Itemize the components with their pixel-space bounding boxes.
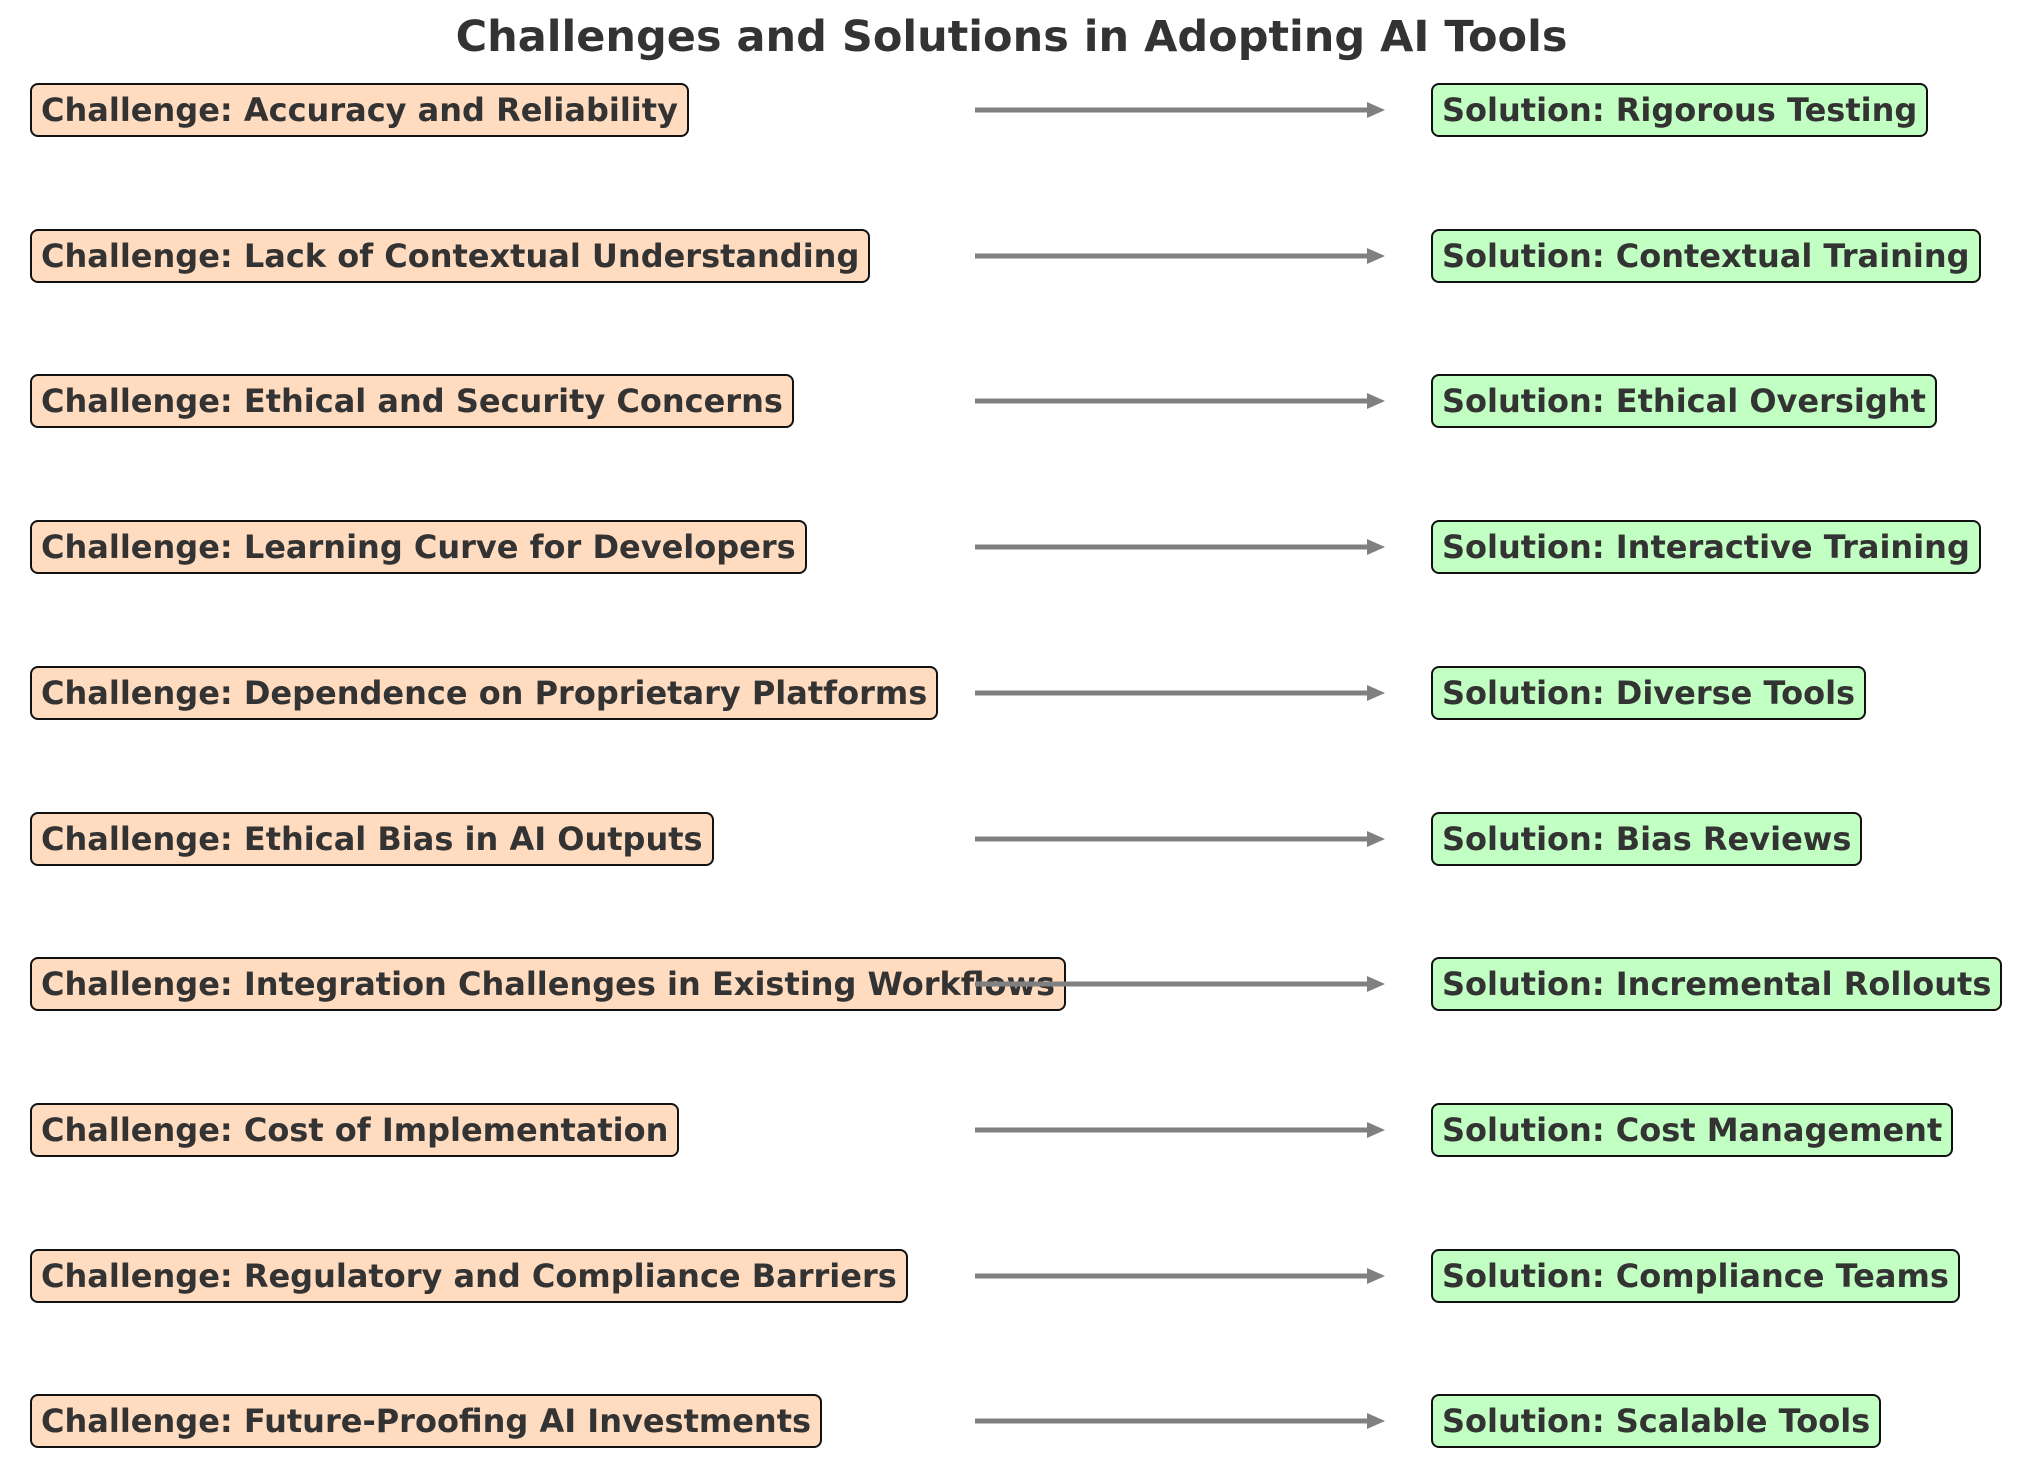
- challenge-box: Challenge: Cost of Implementation: [30, 1103, 680, 1157]
- solution-box: Solution: Bias Reviews: [1431, 812, 1863, 866]
- arrow-icon: [975, 539, 1385, 555]
- solution-box: Solution: Scalable Tools: [1431, 1394, 1882, 1448]
- solution-box: Solution: Cost Management: [1431, 1103, 1954, 1157]
- arrow-icon: [975, 831, 1385, 847]
- pair-row: Challenge: Integration Challenges in Exi…: [0, 957, 2043, 1013]
- pair-row: Challenge: Cost of Implementation Soluti…: [0, 1103, 2043, 1159]
- pair-row: Challenge: Ethical and Security Concerns…: [0, 374, 2043, 430]
- pair-row: Challenge: Future-Proofing AI Investment…: [0, 1394, 2043, 1450]
- arrow-head: [1367, 393, 1385, 409]
- challenge-box: Challenge: Learning Curve for Developers: [30, 520, 807, 574]
- challenge-box: Challenge: Integration Challenges in Exi…: [30, 957, 1067, 1011]
- solution-box: Solution: Compliance Teams: [1431, 1249, 1960, 1303]
- challenge-box: Challenge: Future-Proofing AI Investment…: [30, 1394, 823, 1448]
- solution-box: Solution: Diverse Tools: [1431, 666, 1867, 720]
- solution-box: Solution: Ethical Oversight: [1431, 374, 1937, 428]
- arrow-head: [1367, 539, 1385, 555]
- challenge-box: Challenge: Ethical and Security Concerns: [30, 374, 794, 428]
- challenge-box: Challenge: Accuracy and Reliability: [30, 83, 689, 137]
- arrow-icon: [975, 1268, 1385, 1284]
- arrow-icon: [975, 1413, 1385, 1429]
- challenge-box: Challenge: Lack of Contextual Understand…: [30, 229, 871, 283]
- challenge-box: Challenge: Dependence on Proprietary Pla…: [30, 666, 939, 720]
- arrow-icon: [975, 976, 1385, 992]
- solution-box: Solution: Incremental Rollouts: [1431, 957, 2003, 1011]
- pair-row: Challenge: Dependence on Proprietary Pla…: [0, 666, 2043, 722]
- arrow-head: [1367, 1122, 1385, 1138]
- pair-row: Challenge: Lack of Contextual Understand…: [0, 229, 2043, 285]
- solution-box: Solution: Rigorous Testing: [1431, 83, 1929, 137]
- arrow-icon: [975, 102, 1385, 118]
- solution-box: Solution: Interactive Training: [1431, 520, 1981, 574]
- arrow-head: [1367, 102, 1385, 118]
- solution-box: Solution: Contextual Training: [1431, 229, 1981, 283]
- arrow-head: [1367, 1268, 1385, 1284]
- arrow-head: [1367, 685, 1385, 701]
- arrow-head: [1367, 976, 1385, 992]
- pair-row: Challenge: Accuracy and Reliability Solu…: [0, 83, 2043, 139]
- challenge-box: Challenge: Ethical Bias in AI Outputs: [30, 812, 714, 866]
- challenge-box: Challenge: Regulatory and Compliance Bar…: [30, 1249, 908, 1303]
- arrow-head: [1367, 1413, 1385, 1429]
- diagram-title: Challenges and Solutions in Adopting AI …: [455, 12, 1568, 62]
- pair-row: Challenge: Ethical Bias in AI Outputs So…: [0, 812, 2043, 868]
- arrow-icon: [975, 1122, 1385, 1138]
- arrow-icon: [975, 685, 1385, 701]
- arrow-icon: [975, 248, 1385, 264]
- arrow-head: [1367, 831, 1385, 847]
- arrow-icon: [975, 393, 1385, 409]
- pair-row: Challenge: Learning Curve for Developers…: [0, 520, 2043, 576]
- arrow-head: [1367, 248, 1385, 264]
- pair-row: Challenge: Regulatory and Compliance Bar…: [0, 1249, 2043, 1305]
